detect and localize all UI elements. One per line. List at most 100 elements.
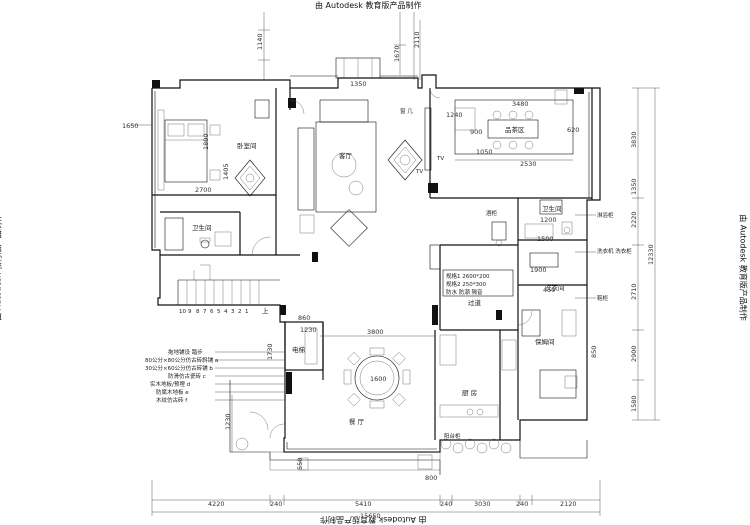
room-label-kitchen: 厨 房 bbox=[462, 388, 477, 397]
dim-1200: 1200 bbox=[540, 216, 557, 224]
room-label-bath-left: 卫生间 bbox=[192, 223, 212, 232]
dim-1600: 1600 bbox=[370, 375, 387, 383]
stair-num-10: 10 bbox=[179, 309, 186, 315]
stair-num-8: 8 bbox=[196, 309, 200, 315]
dim-860: 860 bbox=[298, 314, 310, 322]
kitchen-area: 过道 厨 房 bbox=[432, 298, 517, 418]
bottom-dimensions: 4220 240 5410 240 3030 240 2120 15650 80… bbox=[151, 458, 601, 520]
carpet-ornament-bedroom bbox=[234, 159, 266, 197]
stair-num-2: 2 bbox=[238, 309, 242, 315]
dim-3800: 3800 bbox=[367, 328, 384, 336]
dim-12330: 12330 bbox=[647, 244, 655, 265]
note-line1: 规格1 2600*200 bbox=[446, 272, 490, 280]
room-label-bath-right: 卫生间 bbox=[542, 204, 562, 213]
stair-treads: 10 9 8 7 6 5 4 3 2 1 上 bbox=[179, 264, 269, 315]
watermark-top: 由 Autodesk 教育版产品制作 bbox=[315, 1, 422, 10]
legend-list: 拖地铺设 踏步 80公分×80公分仿古砖斜铺 a 30公分×60公分仿古砖铺 b… bbox=[145, 348, 285, 404]
stair-num-7: 7 bbox=[203, 309, 207, 315]
elevator-dining: 电梯 餐 厅 1600 3800 860 1230 1730 bbox=[249, 314, 435, 439]
spec-notes: 规格1 2600*200 规格2 250*300 防水 防潮 隔音 bbox=[429, 244, 514, 297]
living-room: 客厅 TV TV 1350 窗 几 bbox=[289, 80, 444, 247]
dim-3830: 3830 bbox=[630, 131, 638, 148]
dim-2900: 2900 bbox=[630, 345, 638, 362]
dim-1230: 1230 bbox=[300, 326, 317, 334]
dim-900: 900 bbox=[470, 128, 482, 136]
dim-2710: 2710 bbox=[630, 283, 638, 300]
stair-num-6: 6 bbox=[210, 309, 214, 315]
left-dimensions: 1650 1230 bbox=[122, 122, 233, 452]
dim-2530: 2530 bbox=[520, 160, 537, 168]
note-line2: 规格2 250*300 bbox=[446, 280, 486, 288]
legend-item-6: 防腐木地板 e bbox=[156, 388, 189, 396]
dim-850: 850 bbox=[590, 346, 598, 358]
dim-1230-left: 1230 bbox=[224, 413, 232, 430]
dim-450: 450 bbox=[543, 286, 555, 294]
dim-5410: 5410 bbox=[355, 500, 372, 508]
dim-1800: 1800 bbox=[202, 133, 210, 150]
dim-240a: 240 bbox=[270, 500, 282, 508]
room-label-tea: 品茶区 bbox=[505, 125, 525, 134]
legend-item-4: 防滑仿古瓷砖 c bbox=[168, 372, 206, 380]
bottom-plants: 阳台柜 bbox=[235, 432, 512, 471]
stair-num-1: 1 bbox=[245, 309, 249, 315]
dim-3480: 3480 bbox=[512, 100, 529, 108]
room-label-elevator: 电梯 bbox=[292, 345, 306, 354]
stair-num-3: 3 bbox=[231, 309, 235, 315]
label-wine: 酒柜 bbox=[486, 209, 498, 217]
dim-4220: 4220 bbox=[208, 500, 225, 508]
right-bath-area: 卫生间 1200 1500 淋浴柜 洗衣机 洗衣柜 鞋柜 酒柜 1900 洗衣间 bbox=[486, 199, 632, 302]
legend-item-7: 木纹仿古砖 f bbox=[156, 396, 188, 404]
dim-240c: 240 bbox=[516, 500, 528, 508]
tea-room: 品茶区 3480 1240 900 620 1050 2530 bbox=[446, 89, 579, 168]
dim-800: 800 bbox=[425, 474, 437, 482]
dim-2120: 2120 bbox=[560, 500, 577, 508]
dim-1730: 1730 bbox=[266, 343, 274, 360]
nanny-room: 保姆间 450 850 bbox=[517, 286, 598, 399]
stair-up-label: 上 bbox=[262, 306, 269, 315]
label-shoe: 鞋柜 bbox=[597, 294, 609, 302]
bedroom-furniture: 卧室间 2700 1800 1405 bbox=[157, 99, 270, 197]
label-wash: 洗衣机 洗衣柜 bbox=[597, 247, 632, 255]
legend-item-1: 拖地铺设 踏步 bbox=[168, 348, 203, 356]
left-bathroom: 卫生间 bbox=[164, 217, 271, 256]
dim-620: 620 bbox=[567, 126, 579, 134]
room-label-dining: 餐 厅 bbox=[349, 417, 365, 426]
stair-num-9: 9 bbox=[188, 309, 192, 315]
room-label-corridor: 过道 bbox=[468, 298, 482, 307]
dim-1140: 1140 bbox=[256, 33, 264, 50]
dim-1650: 1650 bbox=[122, 122, 139, 130]
dim-15650: 15650 bbox=[360, 512, 381, 520]
dim-1405: 1405 bbox=[222, 163, 230, 180]
dim-2110: 2110 bbox=[413, 31, 421, 48]
label-shower: 淋浴柜 bbox=[597, 211, 614, 219]
stair-num-4: 4 bbox=[224, 309, 228, 315]
label-tv: TV bbox=[436, 156, 444, 162]
stair-num-5: 5 bbox=[217, 309, 221, 315]
exterior-walls bbox=[151, 57, 601, 475]
note-line3: 防水 防潮 隔音 bbox=[446, 288, 483, 296]
dim-550: 550 bbox=[296, 458, 304, 470]
label-balcony: 阳台柜 bbox=[444, 432, 461, 440]
dim-1500: 1500 bbox=[537, 235, 554, 243]
dim-3030: 3030 bbox=[474, 500, 491, 508]
dim-1580: 1580 bbox=[630, 395, 638, 412]
interior-walls bbox=[152, 88, 592, 440]
label-window-seat: 窗 几 bbox=[400, 107, 413, 115]
room-label-laundry: 洗衣间 bbox=[545, 283, 565, 292]
room-label-bedroom: 卧室间 bbox=[237, 141, 257, 150]
dim-1900: 1900 bbox=[530, 266, 547, 274]
room-label-living: 客厅 bbox=[339, 151, 353, 160]
room-label-nanny: 保姆间 bbox=[535, 337, 555, 346]
dim-1050: 1050 bbox=[476, 148, 493, 156]
legend-item-5: 实木地板/预埋 d bbox=[150, 380, 190, 388]
legend-item-2: 80公分×80公分仿古砖斜铺 a bbox=[145, 356, 218, 364]
dim-2220: 2220 bbox=[630, 211, 638, 228]
legend-item-3: 30公分×60公分仿古砖铺 b bbox=[145, 364, 213, 372]
top-dimension-group: 1140 1670 2110 bbox=[256, 12, 421, 80]
carpet-ornament-living bbox=[387, 139, 423, 181]
label-tv2: TV bbox=[415, 169, 423, 175]
dim-1670: 1670 bbox=[393, 45, 401, 62]
right-dimensions: 3830 2220 2710 2900 1580 12330 1350 bbox=[630, 87, 660, 421]
dim-2700: 2700 bbox=[195, 186, 212, 194]
